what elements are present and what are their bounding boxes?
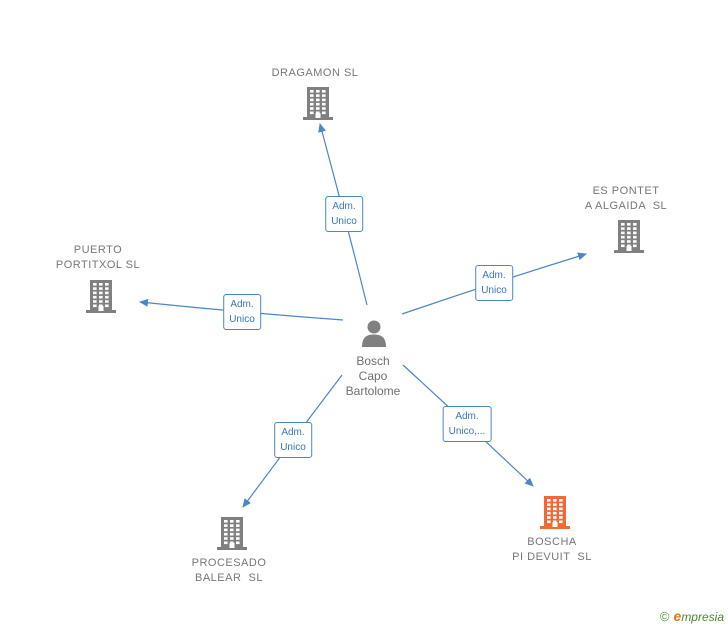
- brand-logo: empresia: [673, 608, 724, 624]
- company-label-boscha-pi-devuit[interactable]: BOSCHA PI DEVUIT SL: [512, 536, 592, 563]
- edge-role-label-dragamon[interactable]: Adm. Unico: [325, 196, 363, 232]
- person-name-label[interactable]: Bosch Capo Bartolome: [345, 354, 401, 398]
- building-icon[interactable]: [614, 219, 644, 253]
- person-icon[interactable]: [359, 318, 389, 348]
- copyright-symbol: ©: [659, 608, 670, 624]
- company-label-es-pontet[interactable]: ES PONTET A ALGAIDA SL: [584, 185, 668, 212]
- company-label-dragamon[interactable]: DRAGAMON SL: [271, 67, 359, 79]
- edge-role-label-boscha-pi-devuit[interactable]: Adm. Unico,...: [442, 406, 492, 442]
- edge-role-label-es-pontet[interactable]: Adm. Unico: [475, 265, 513, 301]
- company-label-puerto-portitxol[interactable]: PUERTO PORTITXOL SL: [55, 244, 141, 271]
- building-icon[interactable]: [86, 279, 116, 313]
- edge-role-label-procesado-balear[interactable]: Adm. Unico: [274, 422, 312, 458]
- footer-brand: © empresia: [660, 608, 724, 624]
- building-icon[interactable]: [217, 516, 247, 550]
- company-label-procesado-balear[interactable]: PROCESADO BALEAR SL: [191, 557, 267, 584]
- building-icon[interactable]: [303, 86, 333, 120]
- building-icon[interactable]: [540, 495, 570, 529]
- edge-role-label-puerto-portitxol[interactable]: Adm. Unico: [223, 294, 261, 330]
